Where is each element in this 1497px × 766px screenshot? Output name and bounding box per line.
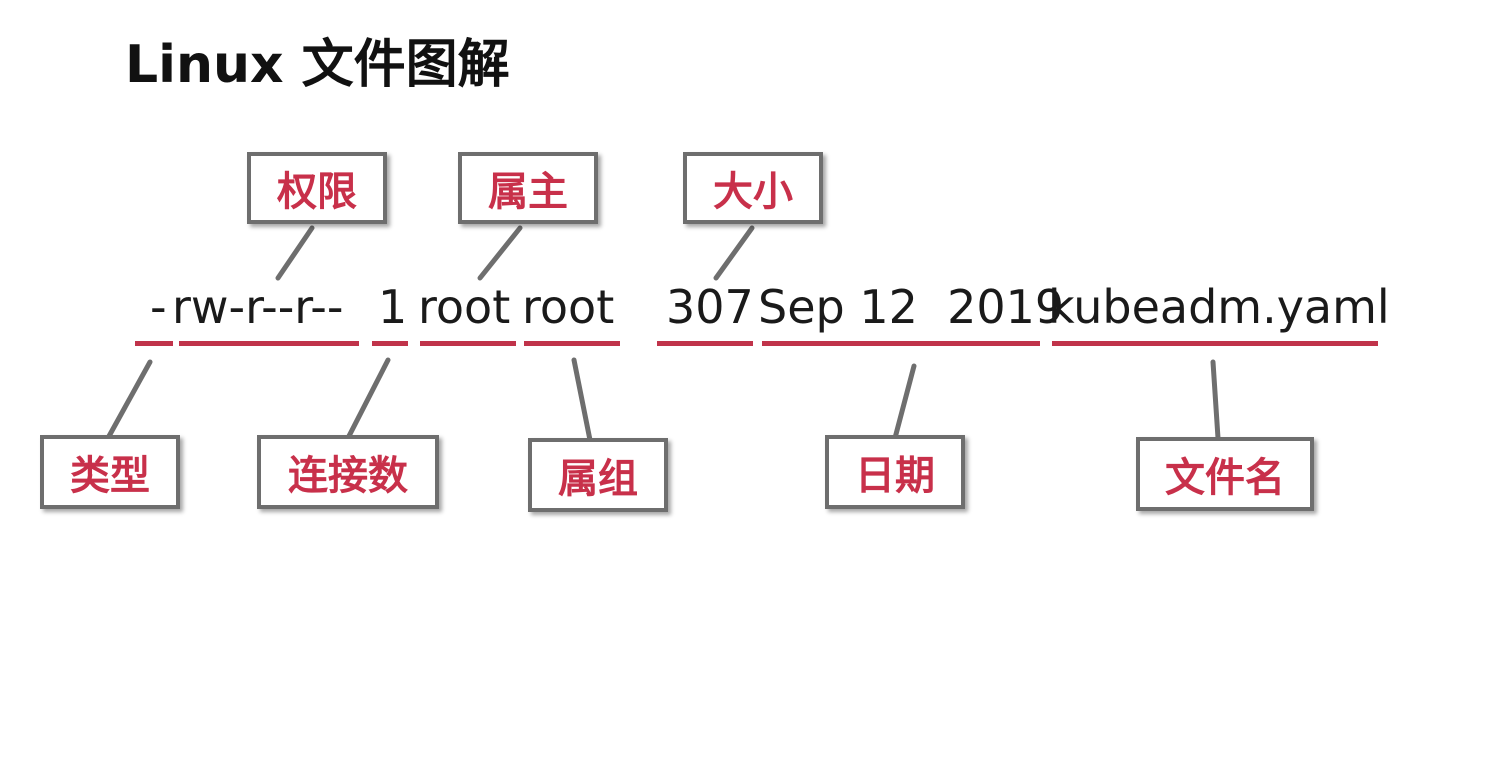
label-owner: 属主: [458, 152, 598, 224]
connector-size: [713, 225, 755, 281]
label-group: 属组: [528, 438, 668, 512]
file-type-char: -: [150, 280, 167, 334]
underline-group: [524, 341, 620, 346]
underline-size: [657, 341, 753, 346]
file-size: 307: [666, 280, 754, 334]
underline-owner: [420, 341, 516, 346]
connector-group: [571, 357, 593, 443]
underline-filename: [1052, 341, 1378, 346]
connector-owner: [477, 225, 523, 281]
group-name: root: [522, 280, 615, 334]
connector-type: [105, 359, 153, 441]
file-name: kubeadm.yaml: [1048, 280, 1390, 334]
label-size: 大小: [683, 152, 823, 224]
connector-permissions: [275, 225, 315, 281]
underline-permissions: [179, 341, 359, 346]
owner-name: root: [418, 280, 511, 334]
underline-links: [372, 341, 408, 346]
connector-lines: [105, 225, 1221, 443]
label-type: 类型: [40, 435, 180, 509]
underline-type: [135, 341, 173, 346]
label-links: 连接数: [257, 435, 439, 509]
page-title: Linux 文件图解: [125, 35, 510, 95]
permission-string: rw-r--r--: [172, 280, 344, 334]
connector-filename: [1210, 359, 1221, 441]
ls-output-line: - rw-r--r-- 1 root root 307 Sep 12 2019 …: [150, 280, 1390, 766]
label-filename: 文件名: [1136, 437, 1314, 511]
connector-date: [892, 363, 917, 441]
label-date: 日期: [825, 435, 965, 509]
modified-date: Sep 12 2019: [758, 280, 1065, 334]
label-permissions: 权限: [247, 152, 387, 224]
link-count: 1: [378, 280, 408, 334]
connector-links: [345, 357, 391, 441]
underline-date: [762, 341, 1040, 346]
